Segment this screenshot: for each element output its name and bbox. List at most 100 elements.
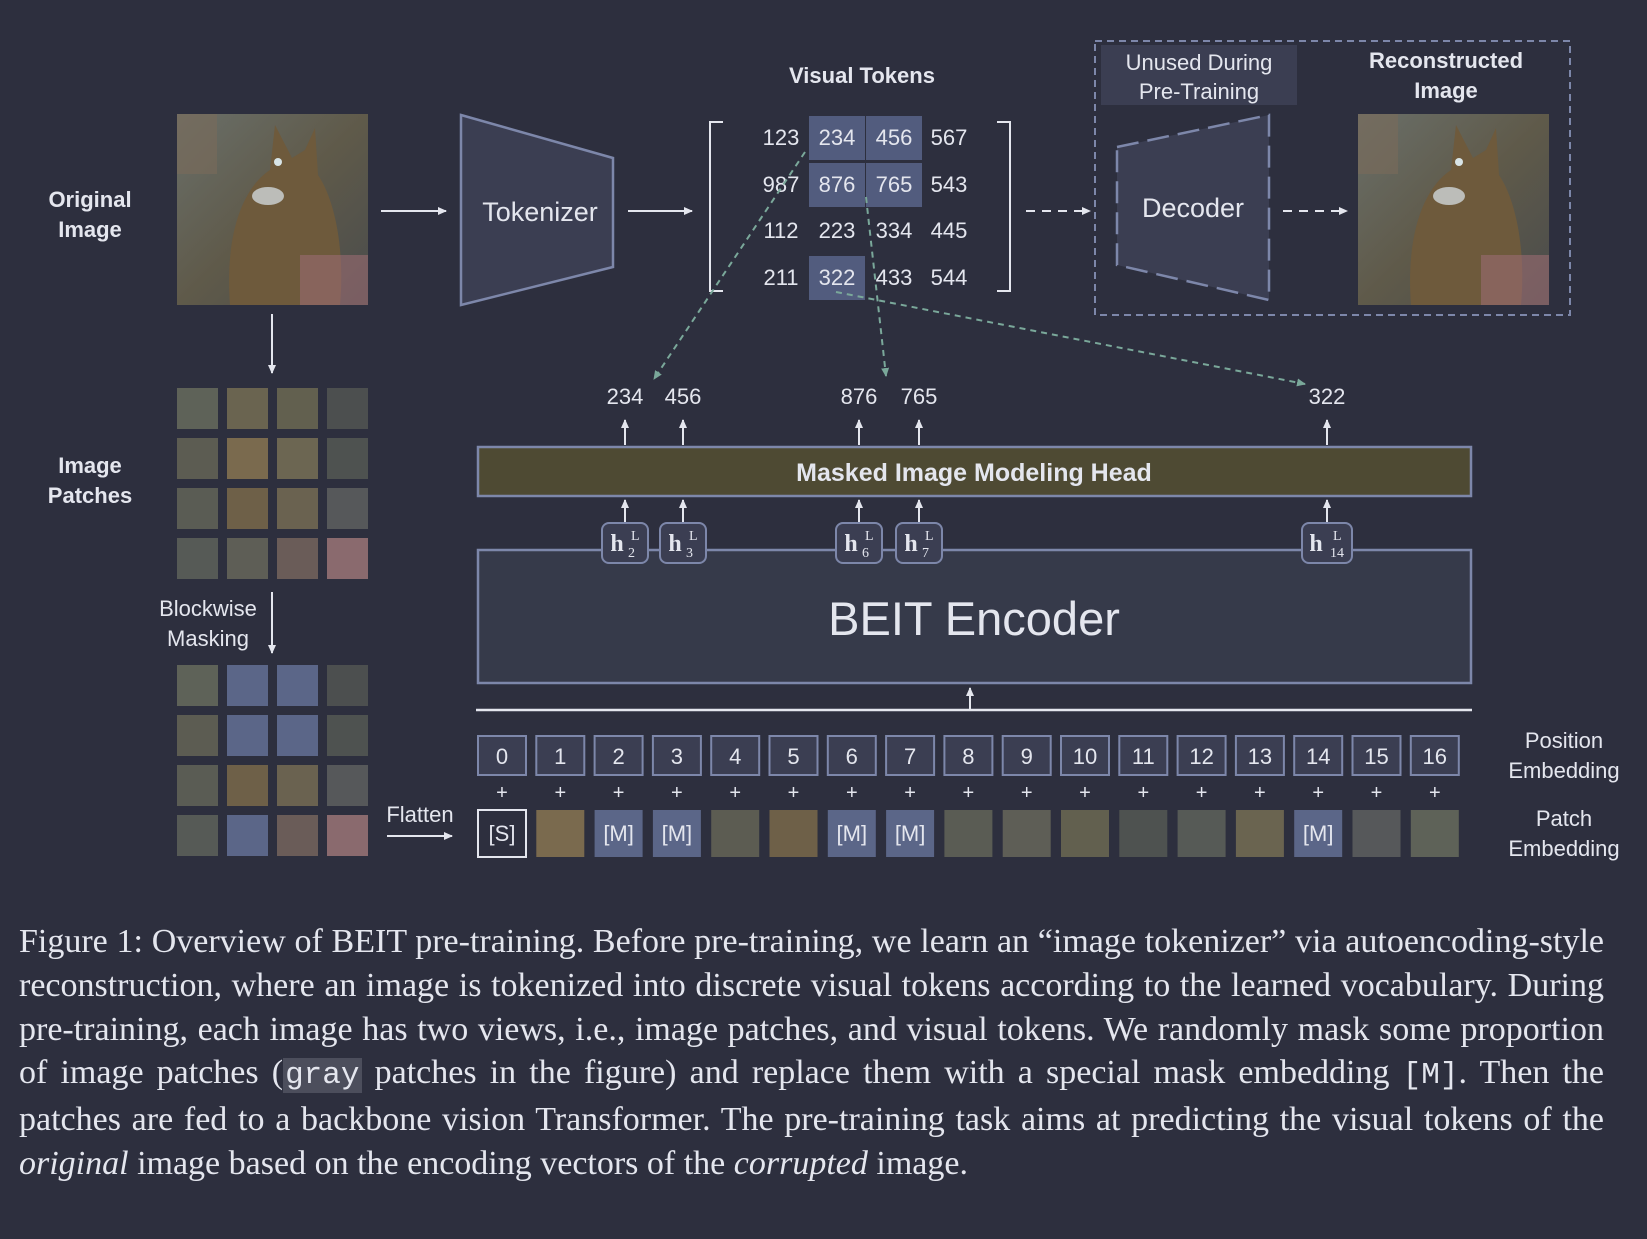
visual-token: 334 (876, 218, 913, 243)
patch-image (1177, 810, 1226, 857)
patch-image (536, 810, 585, 857)
patch-image (1119, 810, 1168, 857)
image-patches-label: Image Patches (48, 453, 132, 508)
masked-patch (227, 815, 268, 856)
hidden-state-box (895, 522, 943, 564)
image-patch (277, 538, 318, 579)
patch-image (1410, 810, 1459, 857)
patch-mask (594, 810, 643, 857)
beit-encoder: BEIT Encoder (476, 548, 1473, 685)
image-patch (277, 388, 318, 429)
svg-text:Image: Image (58, 217, 122, 242)
token-bracket-right (997, 121, 1011, 292)
hidden-state-superscript: L (865, 529, 874, 544)
position-box (1118, 735, 1169, 776)
patch-token-label: [M] (837, 821, 868, 846)
beit-diagram: Original Image Image Patches Blockwise M… (48, 40, 1620, 861)
caption-text: image based on the encoding vectors of t… (128, 1144, 734, 1182)
svg-text:Image: Image (58, 453, 122, 478)
plus-sign: + (496, 782, 508, 804)
position-index: 6 (846, 744, 858, 769)
unused-region-box (1094, 40, 1571, 316)
prediction-links (653, 151, 1306, 387)
image-patch (277, 438, 318, 479)
hidden-state-superscript: L (1333, 529, 1342, 544)
position-box (1293, 735, 1344, 776)
svg-text:Original: Original (48, 187, 131, 212)
plus-sign: + (1312, 782, 1324, 804)
caption-corrupted: corrupted (733, 1144, 868, 1182)
patch-token-label: [M] (603, 821, 634, 846)
hidden-state-subscript: 2 (628, 546, 635, 561)
plus-sign: + (846, 782, 858, 804)
patch-mask (886, 810, 935, 857)
visual-token: 876 (819, 172, 856, 197)
caption-text: Figure 1: Overview of BEIT pre-training.… (19, 923, 1604, 1092)
hidden-state-label: h (610, 531, 623, 557)
position-index: 0 (496, 744, 508, 769)
caption-gray-word: gray (283, 1058, 362, 1094)
plus-sign: + (1196, 782, 1208, 804)
position-index: 9 (1021, 744, 1033, 769)
svg-text:Blockwise: Blockwise (159, 596, 257, 621)
position-index: 14 (1306, 744, 1330, 769)
hidden-state-box (659, 522, 707, 564)
visual-token: 223 (819, 218, 856, 243)
position-box (1060, 735, 1110, 776)
position-box (768, 735, 819, 776)
reconstructed-image (1358, 114, 1549, 305)
plus-sign: + (1371, 782, 1383, 804)
svg-text:Pre-Training: Pre-Training (1139, 79, 1259, 104)
svg-text:BEIT Encoder: BEIT Encoder (828, 592, 1120, 645)
token-highlight (809, 163, 865, 207)
position-index: 3 (671, 744, 683, 769)
patch-image (944, 810, 993, 857)
caption-mask-token: [M] (1402, 1058, 1459, 1094)
plus-sign: + (1254, 782, 1266, 804)
position-box (943, 735, 994, 776)
caption-text: image. (867, 1144, 968, 1182)
position-index: 1 (554, 744, 566, 769)
position-index: 13 (1248, 744, 1272, 769)
svg-text:Patch: Patch (1536, 806, 1592, 831)
image-patch (177, 815, 218, 856)
plus-sign: + (613, 782, 625, 804)
visual-token: 445 (931, 218, 968, 243)
patch-mask (652, 810, 701, 857)
tokenizer-block: Tokenizer (459, 113, 615, 307)
masked-patch (227, 665, 268, 706)
hidden-state-box (601, 522, 649, 564)
visual-token: 765 (876, 172, 913, 197)
masked-patch (227, 715, 268, 756)
svg-text:Masked Image Modeling Head: Masked Image Modeling Head (796, 459, 1152, 487)
predicted-token: 765 (901, 384, 938, 409)
image-patch (177, 538, 218, 579)
image-patch (177, 665, 218, 706)
reconstructed-image-label: Reconstructed Image (1369, 48, 1523, 103)
position-index: 5 (787, 744, 799, 769)
visual-tokens-title: Visual Tokens (789, 63, 935, 88)
image-patch (327, 715, 368, 756)
patch-image (711, 810, 760, 857)
image-patch (177, 488, 218, 529)
flatten-label: Flatten (386, 802, 453, 827)
hidden-state-superscript: L (689, 529, 698, 544)
patch-token-label: [M] (895, 821, 926, 846)
hidden-state-label: h (668, 531, 681, 557)
hidden-state-label: h (1309, 531, 1322, 557)
caption-text: patches in the figure) and replace them … (361, 1054, 1403, 1092)
position-index: 16 (1423, 744, 1447, 769)
hidden-state-box (1301, 522, 1353, 564)
position-box (535, 735, 586, 776)
svg-text:Reconstructed: Reconstructed (1369, 48, 1523, 73)
unused-label: Unused During Pre-Training (1101, 45, 1297, 105)
predicted-token: 876 (841, 384, 878, 409)
visual-token: 544 (931, 265, 968, 290)
hidden-state-superscript: L (631, 529, 640, 544)
plus-sign: + (963, 782, 975, 804)
svg-text:Embedding: Embedding (1508, 836, 1619, 861)
visual-token: 456 (876, 125, 913, 150)
image-patch (277, 765, 318, 806)
plus-sign: + (788, 782, 800, 804)
